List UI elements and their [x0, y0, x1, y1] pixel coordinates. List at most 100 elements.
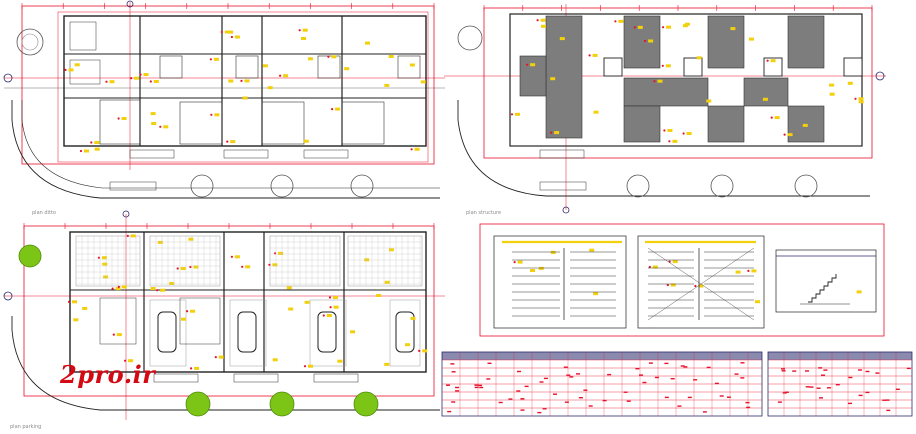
level-marker	[783, 133, 786, 136]
dimension-tag	[82, 307, 88, 310]
caption-plan-ditto: plan ditto	[32, 210, 56, 216]
dimension-tag	[730, 27, 736, 31]
dimension-tag	[304, 300, 310, 304]
dimension-tag	[657, 79, 663, 83]
level-marker	[410, 148, 413, 151]
table-cell-mark	[746, 406, 751, 409]
table-cell-mark	[563, 366, 568, 368]
dimension-tag	[94, 141, 100, 144]
dimension-tag	[592, 53, 598, 57]
level-marker	[536, 19, 539, 22]
dimension-tag	[748, 37, 754, 41]
table-cell-mark	[781, 368, 785, 370]
level-marker	[510, 113, 514, 116]
dimension-tag	[706, 99, 712, 103]
table-cell-mark	[816, 387, 821, 389]
level-marker	[176, 267, 179, 270]
dimension-tag	[420, 80, 426, 84]
dimension-tag	[672, 260, 678, 264]
dimension-tag	[333, 305, 339, 309]
level-marker	[241, 265, 244, 268]
table-cell-mark	[516, 390, 521, 392]
table-cell-mark	[451, 401, 456, 403]
table-cell-mark	[740, 362, 745, 364]
level-marker	[220, 30, 223, 34]
level-marker	[661, 64, 664, 67]
table-cell-mark	[706, 366, 711, 369]
table-cell-mark	[809, 386, 814, 388]
level-marker	[513, 261, 516, 264]
dimension-tag	[858, 100, 864, 104]
dimension-tag	[637, 25, 643, 29]
dimension-tag	[94, 147, 100, 151]
table-cell-mark	[782, 392, 787, 394]
dimension-tag	[410, 316, 416, 320]
level-marker	[130, 77, 133, 80]
dimension-tag	[517, 260, 523, 264]
watermark-logo: 2pro.ir	[60, 360, 156, 389]
table-cell-mark	[583, 389, 588, 391]
table-cell-mark	[734, 373, 739, 375]
table-cell-mark	[474, 386, 479, 389]
plan-structure	[444, 4, 886, 214]
caption-plan-structure: plan structure	[466, 210, 501, 216]
dimension-tag	[593, 292, 599, 296]
dimension-tag	[194, 366, 200, 370]
table-cell-mark	[635, 368, 640, 370]
dimension-tag	[667, 129, 673, 132]
dimension-tag	[698, 284, 704, 288]
dimension-tag	[550, 77, 556, 81]
level-marker	[117, 285, 120, 288]
table-cell-mark	[826, 387, 831, 389]
dimension-tag	[157, 240, 163, 244]
dimension-tag	[787, 133, 793, 137]
level-marker	[633, 26, 636, 29]
dimension-tag	[230, 140, 236, 144]
level-marker	[526, 63, 529, 66]
dimension-tag	[278, 251, 284, 255]
level-marker	[747, 269, 750, 272]
dimension-tag	[214, 113, 220, 117]
level-marker	[588, 54, 591, 57]
dimension-tag	[288, 307, 294, 311]
dimension-tag	[515, 112, 520, 116]
stair-diagonal	[647, 247, 755, 321]
level-marker	[279, 74, 282, 77]
table-cell-mark	[875, 372, 880, 374]
dimension-tag	[422, 349, 428, 353]
table-cell-mark	[569, 376, 574, 378]
table-cell-mark	[726, 396, 731, 398]
plan-ditto	[3, 0, 445, 199]
dimension-tag	[774, 116, 780, 120]
dimension-tag	[103, 275, 109, 279]
table-cell-mark	[818, 367, 823, 369]
dimension-tag	[302, 28, 308, 32]
level-marker	[64, 68, 67, 71]
level-marker	[682, 132, 685, 135]
level-marker	[190, 367, 193, 370]
dimension-tag	[665, 64, 671, 68]
level-marker	[230, 255, 233, 258]
table-cell-mark	[687, 396, 692, 399]
dimension-tag	[283, 74, 289, 78]
table-cell-mark	[508, 398, 513, 400]
table-cell-mark	[702, 411, 707, 413]
table-cell-mark	[479, 386, 484, 389]
level-marker	[329, 306, 332, 309]
dimension-tag	[234, 255, 240, 259]
dimension-tag	[384, 280, 390, 284]
level-marker	[189, 265, 192, 269]
level-marker	[648, 265, 651, 269]
dimension-tag	[163, 125, 169, 129]
table-cell-mark	[566, 374, 571, 376]
dimension-tag	[735, 270, 741, 274]
table-cell-mark	[654, 376, 659, 379]
level-marker	[112, 333, 115, 336]
table-cell-mark	[693, 379, 698, 381]
level-marker	[67, 300, 71, 303]
level-marker	[614, 20, 617, 23]
level-marker	[662, 26, 665, 29]
table-cell-mark	[906, 367, 911, 370]
dimension-tag	[188, 237, 194, 241]
